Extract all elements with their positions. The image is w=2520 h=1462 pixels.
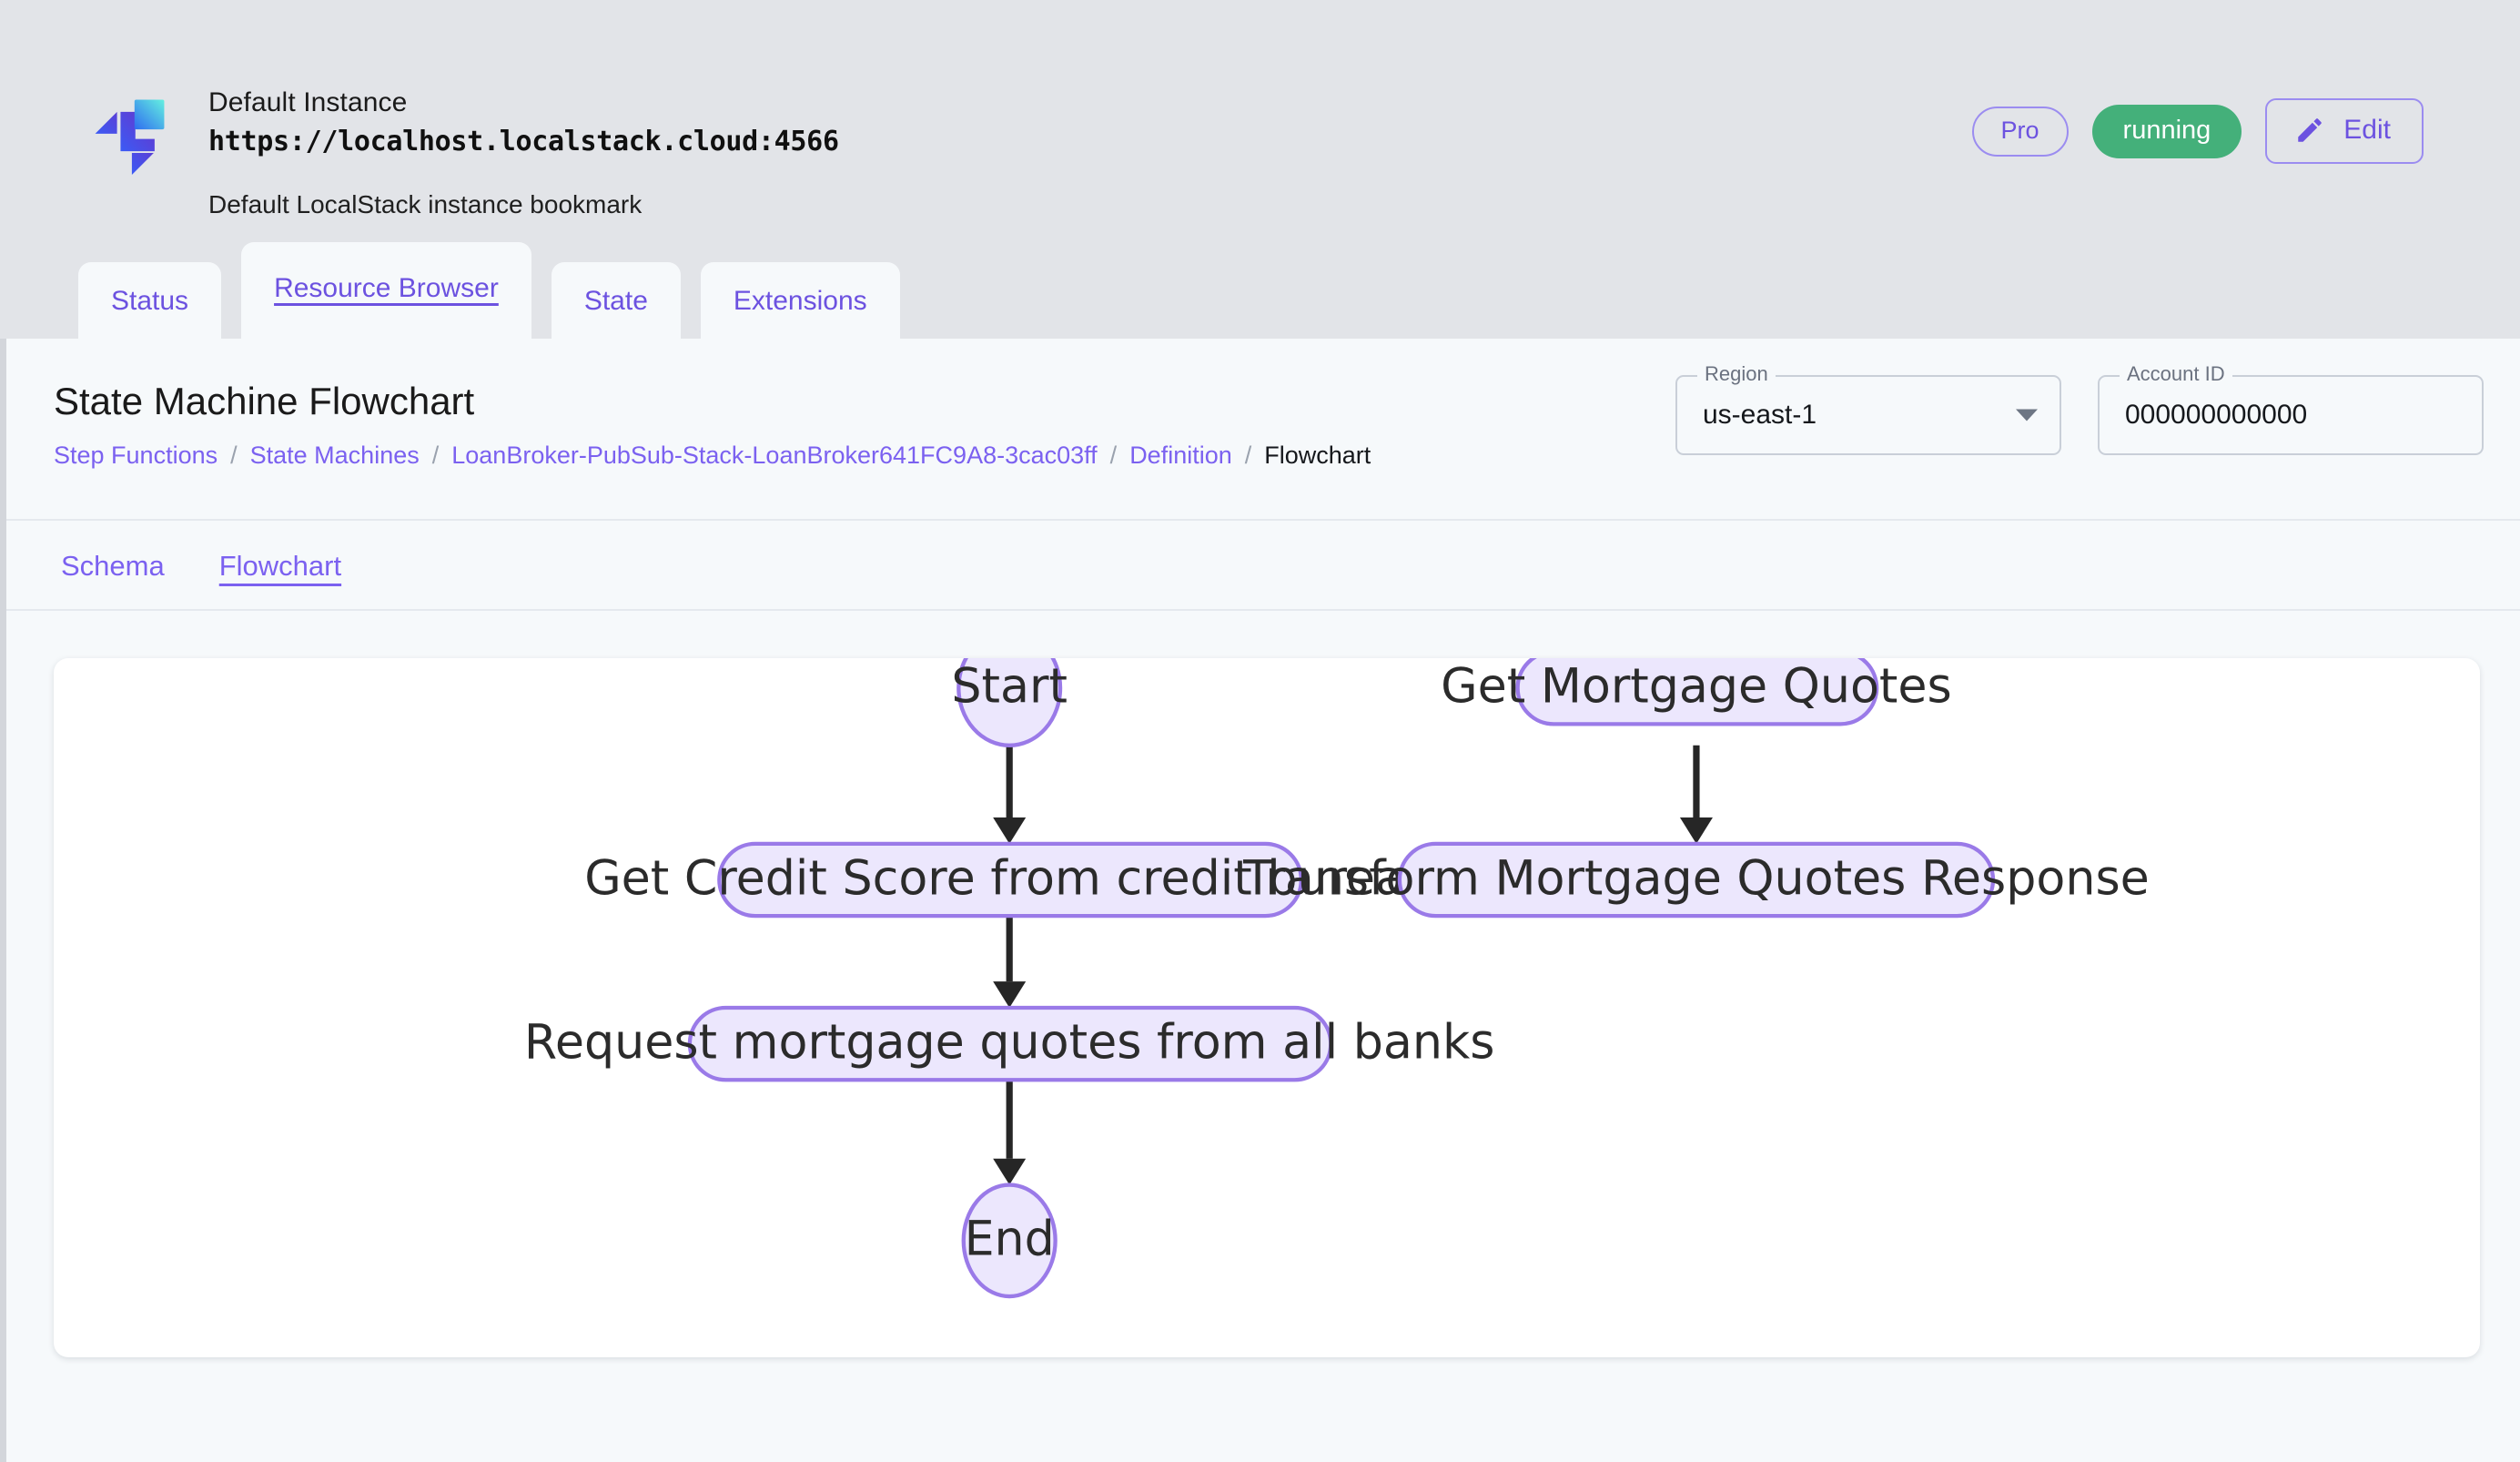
flowchart-card: Start Get Credit Score from credit burea… (54, 658, 2480, 1357)
instance-info: Default Instance https://localhost.local… (86, 82, 839, 222)
instance-description: Default LocalStack instance bookmark (208, 190, 643, 219)
flow-node-get-mortgage-quotes[interactable]: Get Mortgage Quotes (1441, 658, 1952, 726)
edge-request-to-end (993, 1080, 1027, 1185)
breadcrumb-separator: / (1244, 441, 1252, 469)
instance-endpoint: https://localhost.localstack.cloud:4566 (208, 125, 839, 157)
breadcrumb-item-flowchart: Flowchart (1264, 441, 1371, 469)
page-title: State Machine Flowchart (54, 380, 475, 422)
edge-getquotes-to-transform (1679, 745, 1713, 844)
breadcrumb-item-state-machine-name[interactable]: LoanBroker-PubSub-Stack-LoanBroker641FC9… (451, 441, 1098, 469)
tab-resource-browser[interactable]: Resource Browser (241, 242, 531, 339)
breadcrumb-separator: / (1109, 441, 1118, 469)
edit-button[interactable]: Edit (2265, 98, 2424, 164)
pro-badge[interactable]: Pro (1971, 106, 2069, 157)
edit-button-label: Edit (2343, 115, 2391, 145)
tab-extensions[interactable]: Extensions (700, 262, 900, 342)
region-select[interactable]: Region us-east-1 (1675, 364, 2061, 455)
subtab-schema[interactable]: Schema (61, 550, 165, 582)
subtab-flowchart[interactable]: Flowchart (218, 550, 342, 582)
main-tabs: Status Resource Browser State Extensions (78, 242, 900, 342)
edge-credit-to-request (993, 916, 1027, 1008)
account-id-label: Account ID (2120, 364, 2232, 384)
pencil-icon (2294, 115, 2325, 146)
content-panel: State Machine Flowchart Step Functions /… (0, 339, 2520, 1462)
flow-node-transform-mortgage-quotes-response[interactable]: Transform Mortgage Quotes Response (1242, 841, 2150, 919)
sub-tabs: Schema Flowchart (6, 521, 2520, 611)
breadcrumb-item-step-functions[interactable]: Step Functions (54, 441, 218, 469)
flow-node-request-mortgage-quotes-label: Request mortgage quotes from all banks (524, 1015, 1495, 1070)
flow-node-get-credit-score-label: Get Credit Score from credit bureau (584, 851, 1434, 906)
state-machine-flowchart[interactable]: Start Get Credit Score from credit burea… (54, 658, 2480, 1357)
breadcrumb-separator: / (230, 441, 238, 469)
flow-node-request-mortgage-quotes[interactable]: Request mortgage quotes from all banks (524, 1005, 1495, 1082)
account-id-input[interactable]: Account ID 000000000000 (2098, 364, 2484, 455)
flow-node-end-label: End (965, 1213, 1055, 1267)
region-label: Region (1697, 364, 1776, 384)
chevron-down-icon[interactable] (2016, 409, 2038, 421)
app-header: Default Instance https://localhost.local… (0, 0, 2520, 342)
localstack-logo-icon (86, 87, 174, 175)
flow-node-get-mortgage-quotes-label: Get Mortgage Quotes (1441, 660, 1952, 715)
account-id-value: 000000000000 (2125, 400, 2308, 430)
flow-node-get-credit-score[interactable]: Get Credit Score from credit bureau (584, 841, 1434, 919)
breadcrumb-separator: / (431, 441, 440, 469)
status-badge[interactable]: running (2091, 104, 2242, 158)
breadcrumb-item-definition[interactable]: Definition (1129, 441, 1232, 469)
flow-node-start-label: Start (951, 660, 1068, 715)
instance-name: Default Instance (208, 87, 408, 117)
tab-state[interactable]: State (551, 262, 681, 342)
tab-status[interactable]: Status (78, 262, 222, 342)
header-actions: Pro running Edit (1971, 98, 2424, 164)
flow-node-transform-mortgage-quotes-response-label: Transform Mortgage Quotes Response (1242, 851, 2150, 906)
scope-selectors: Region us-east-1 Account ID 000000000000 (1675, 364, 2484, 455)
flow-node-start[interactable]: Start (951, 658, 1068, 747)
edge-start-to-credit (993, 745, 1027, 844)
breadcrumb: Step Functions / State Machines / LoanBr… (54, 440, 2520, 472)
breadcrumb-item-state-machines[interactable]: State Machines (249, 441, 420, 469)
region-value: us-east-1 (1703, 400, 1817, 430)
flow-node-end[interactable]: End (961, 1183, 1058, 1299)
page-header: State Machine Flowchart Step Functions /… (6, 339, 2520, 521)
